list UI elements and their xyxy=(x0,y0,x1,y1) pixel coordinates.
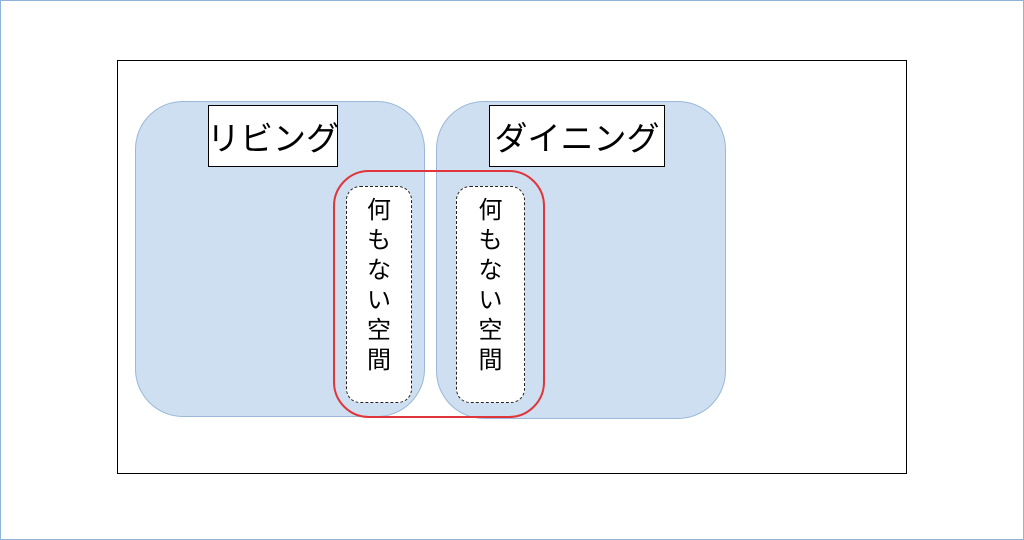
vertical-char: い xyxy=(367,286,391,314)
empty-space-left: 何もない空間 xyxy=(346,186,412,403)
vertical-char: 間 xyxy=(367,346,391,374)
empty-space-left-text: 何もない空間 xyxy=(367,195,391,375)
overlap-highlight-ring xyxy=(333,170,545,418)
vertical-char: 何 xyxy=(367,196,391,224)
empty-space-right-text: 何もない空間 xyxy=(479,195,503,375)
vertical-char: な xyxy=(367,256,391,284)
vertical-char: 間 xyxy=(478,346,503,374)
vertical-char: も xyxy=(478,226,503,254)
dining-room-label: ダイニング xyxy=(489,105,665,167)
vertical-char: 何 xyxy=(478,196,503,224)
vertical-char: い xyxy=(478,286,503,314)
floor-plan-frame xyxy=(117,60,907,474)
empty-space-right: 何もない空間 xyxy=(456,186,525,403)
vertical-char: 空 xyxy=(478,316,503,344)
vertical-char: も xyxy=(367,226,391,254)
living-room-label: リビング xyxy=(207,105,339,167)
vertical-char: な xyxy=(478,256,503,284)
vertical-char: 空 xyxy=(367,316,391,344)
